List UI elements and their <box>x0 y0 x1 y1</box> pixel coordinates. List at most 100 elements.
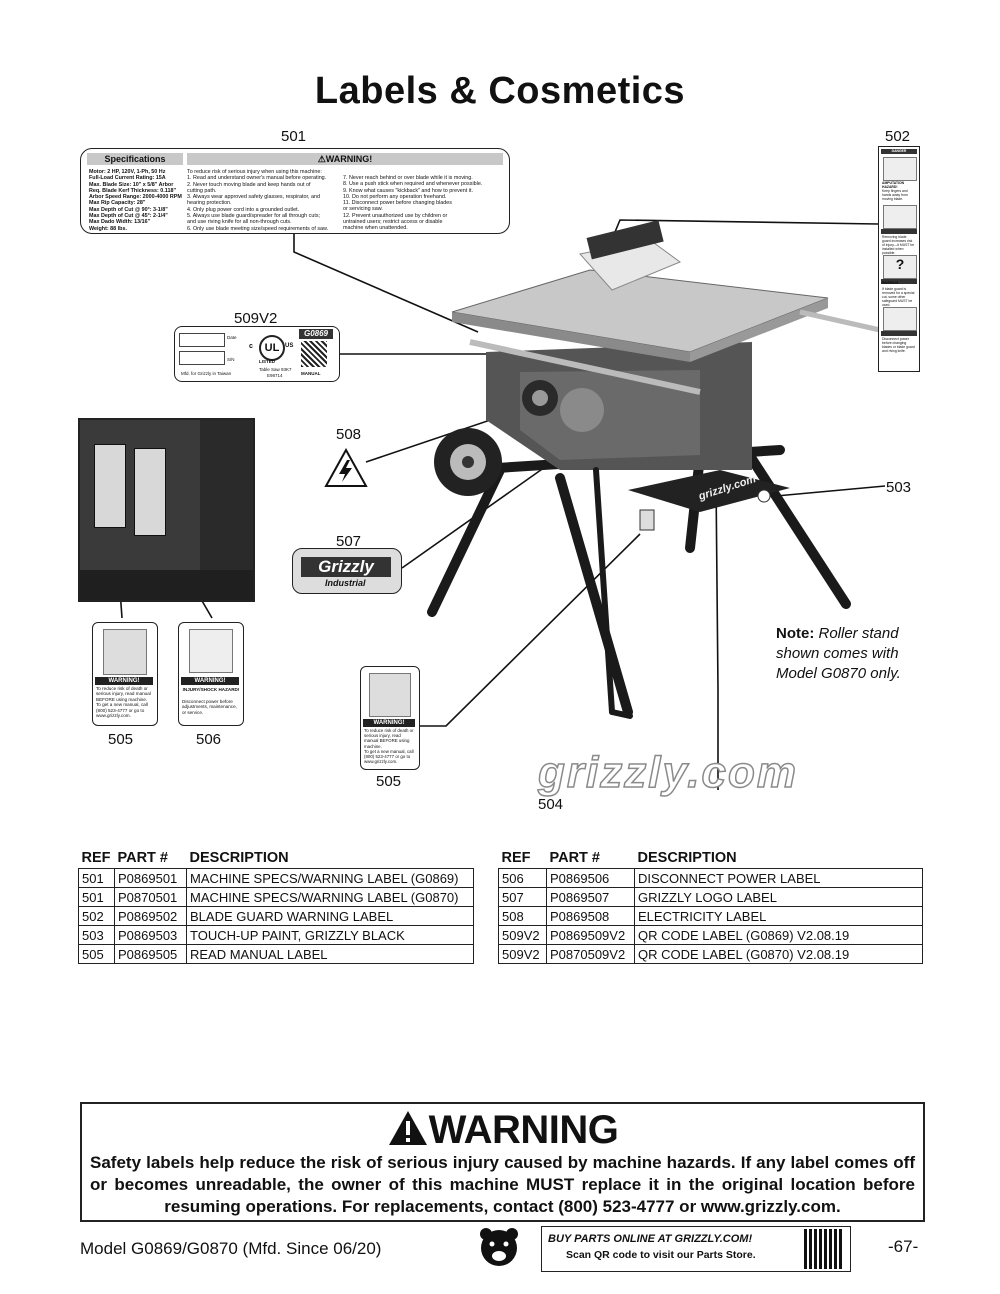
grizzly-bear-logo-icon <box>480 1228 518 1266</box>
warning-text-col2: 7. Never reach behind or over blade whil… <box>343 175 483 232</box>
inset-label-505 <box>94 444 126 528</box>
callout-503: 503 <box>886 479 912 496</box>
roller-stand-note: Note: Roller stand shown comes with Mode… <box>776 625 901 682</box>
callout-509v2: 509V2 <box>234 310 278 327</box>
warning-text-col1: To reduce risk of serious injury when us… <box>187 169 329 232</box>
label-509v2-qr: Date S/N Mfd. for Grizzly in Taiwan UL c… <box>174 326 340 382</box>
callout-505-left: 505 <box>108 731 134 748</box>
grizzly-logo-text: Grizzly <box>301 557 391 577</box>
description-cell: ELECTRICITY LABEL <box>634 906 923 926</box>
part-number-cell: P0869502 <box>114 906 187 926</box>
description-cell: BLADE GUARD WARNING LABEL <box>186 906 474 926</box>
page-title: Labels & Cosmetics <box>314 70 686 112</box>
leader-504 <box>715 479 719 790</box>
hand-blade-icon <box>883 157 917 181</box>
inset-label-506 <box>134 448 166 536</box>
leader-501 <box>293 232 479 333</box>
warning-title: WARNING <box>82 1108 923 1153</box>
ref-cell: 501 <box>78 868 115 888</box>
qr-code-icon <box>301 341 327 367</box>
footer-parts-box[interactable]: BUY PARTS ONLINE AT GRIZZLY.COM! Scan QR… <box>541 1226 851 1272</box>
specs-text: Motor: 2 HP, 120V, 1-Ph, 50 Hz Full-Load… <box>89 169 182 232</box>
callout-505-center: 505 <box>376 773 402 790</box>
danger-text: DANGER <box>891 149 907 153</box>
inset-photo <box>78 418 255 602</box>
callout-508: 508 <box>336 426 362 443</box>
ref-cell: 503 <box>78 925 115 945</box>
plug-outlet-icon <box>189 629 233 673</box>
callout-507: 507 <box>336 533 362 550</box>
label-506-disconnect: WARNING! INJURY/SHOCK HAZARD! Disconnect… <box>178 622 244 726</box>
part-number-cell: P0869505 <box>114 944 187 964</box>
description-cell: GRIZZLY LOGO LABEL <box>634 887 923 907</box>
question-icon: ? <box>883 255 917 279</box>
guard-icon <box>883 205 917 229</box>
stand-crossbar <box>628 470 790 512</box>
description-cell: DISCONNECT POWER LABEL <box>634 868 923 888</box>
ref-cell: 508 <box>498 906 547 926</box>
roller-stand <box>593 467 633 719</box>
qr-code-icon[interactable] <box>804 1229 844 1269</box>
callout-504: 504 <box>538 796 564 813</box>
label-508-electricity <box>324 448 368 487</box>
label-505-center: WARNING! To reduce risk of death or seri… <box>360 666 420 770</box>
footer-model: Model G0869/G0870 (Mfd. Since 06/20) <box>80 1239 382 1258</box>
part-number-cell: P0869507 <box>546 887 635 907</box>
description-cell: MACHINE SPECS/WARNING LABEL (G0869) <box>186 868 474 888</box>
warning-header: ⚠WARNING! <box>187 153 503 165</box>
ref-cell: 501 <box>78 887 115 907</box>
part-number-cell: P0869503 <box>114 925 187 945</box>
manual-icon <box>369 673 411 717</box>
part-number-cell: P0869508 <box>546 906 635 926</box>
leader-503 <box>775 485 886 497</box>
safety-warning-box: WARNING Safety labels help reduce the ri… <box>80 1102 925 1222</box>
leader-505-center <box>418 533 641 727</box>
touchup-spot <box>757 489 771 503</box>
part-number-cell: P0869509V2 <box>546 925 635 945</box>
label-501-specs-warning: Specifications ⚠WARNING! Motor: 2 HP, 12… <box>80 148 510 234</box>
page-number: -67- <box>888 1237 919 1256</box>
part-number-cell: P0869506 <box>546 868 635 888</box>
part-number-cell: P0870501 <box>114 887 187 907</box>
label-502-blade-guard: DANGER AMPUTATION HAZARD! Keep fingers a… <box>878 146 920 372</box>
warning-triangle-icon <box>388 1111 427 1145</box>
part-number-cell: P0869501 <box>114 868 187 888</box>
callout-502: 502 <box>885 128 911 145</box>
saw-table-top <box>451 269 829 353</box>
ref-cell: 509V2 <box>498 944 547 964</box>
callout-501: 501 <box>281 128 307 145</box>
scan-qr-text: Scan QR code to visit our Parts Store. <box>566 1249 756 1261</box>
ref-cell: 505 <box>78 944 115 964</box>
description-cell: TOUCH-UP PAINT, GRIZZLY BLACK <box>186 925 474 945</box>
ref-cell: 507 <box>498 887 547 907</box>
ref-cell: 502 <box>78 906 115 926</box>
label-505-left: WARNING! To reduce risk of death or seri… <box>92 622 158 726</box>
description-cell: QR CODE LABEL (G0869) V2.08.19 <box>634 925 923 945</box>
warning-text: Safety labels help reduce the risk of se… <box>90 1153 915 1216</box>
buy-parts-link[interactable]: BUY PARTS ONLINE AT GRIZZLY.COM! <box>548 1233 753 1245</box>
lightning-bolt-icon <box>339 460 352 482</box>
part-number-cell: P0870509V2 <box>546 944 635 964</box>
callout-506: 506 <box>196 731 222 748</box>
description-cell: QR CODE LABEL (G0870) V2.08.19 <box>634 944 923 964</box>
ref-cell: 509V2 <box>498 925 547 945</box>
description-cell: MACHINE SPECS/WARNING LABEL (G0870) <box>186 887 474 907</box>
manual-icon <box>103 629 147 675</box>
model-badge: G0869 <box>299 329 333 339</box>
description-cell: READ MANUAL LABEL <box>186 944 474 964</box>
ul-logo-icon: UL <box>259 335 285 361</box>
grizzly-watermark: grizzly.com <box>537 747 798 798</box>
ref-cell: 506 <box>498 868 547 888</box>
table-saw-illustration: grizzly.com <box>113 219 886 790</box>
